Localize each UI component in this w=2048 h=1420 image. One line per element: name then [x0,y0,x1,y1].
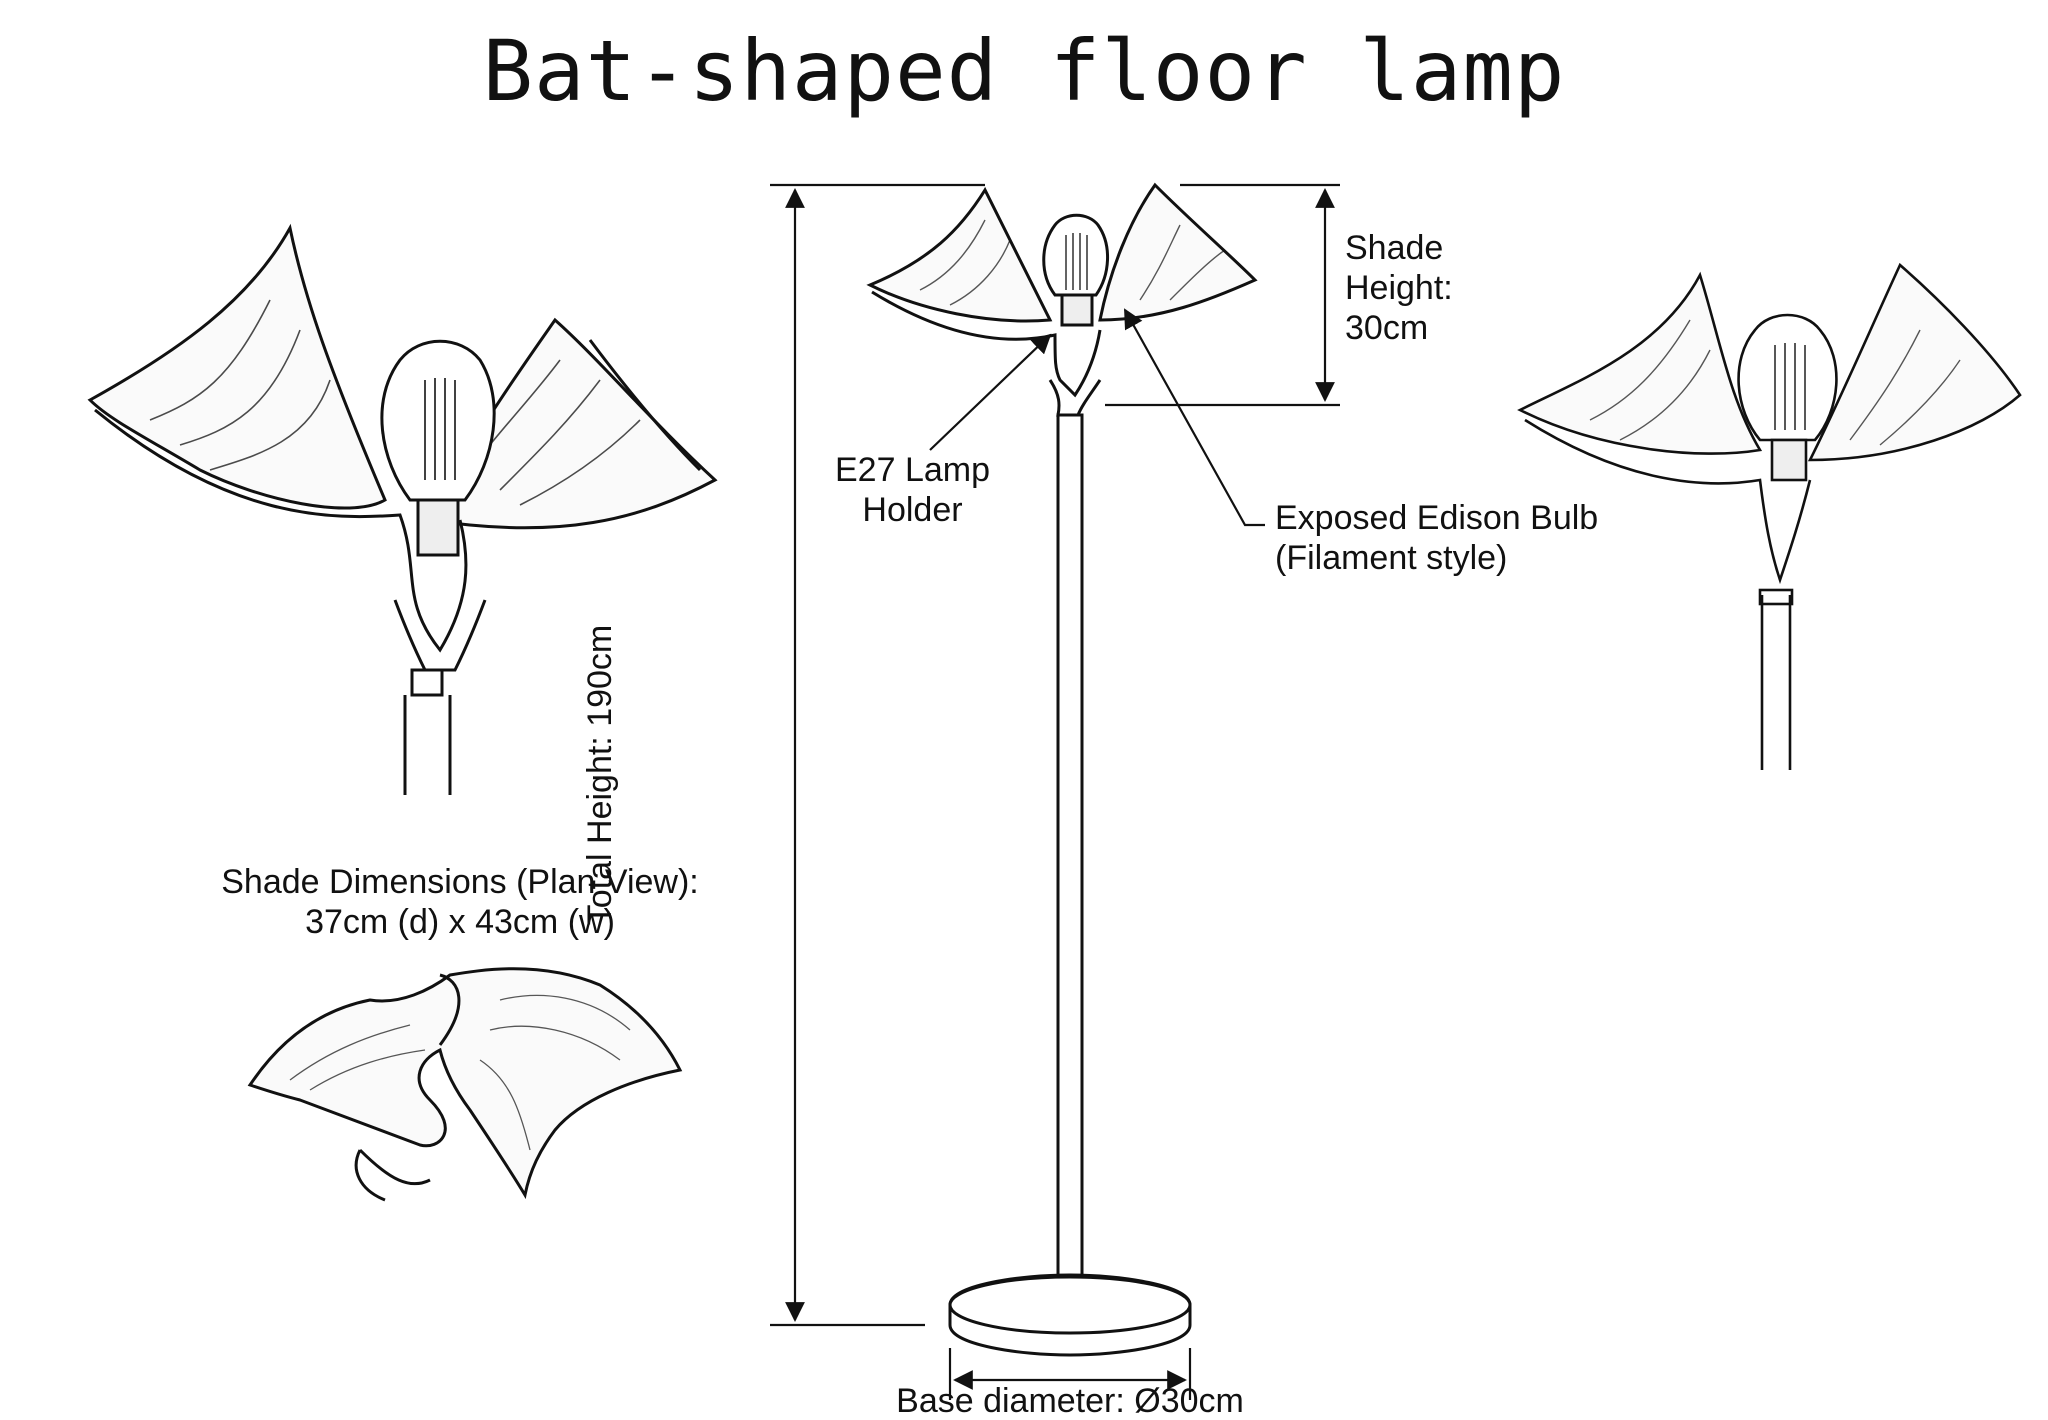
shade-wing-right [1098,182,1258,322]
right-detail-wing-left [1517,271,1763,455]
lamp-holder-line-1: E27 Lamp [835,451,990,489]
page-title: Bat-shaped floor lamp [482,22,1566,120]
lamp-holder [1060,293,1094,327]
shade-height-line-1: Shade [1345,229,1444,267]
plan-view-label: Shade Dimensions (Plan View): 37cm (d) x… [200,862,720,942]
left-detail-wing-left [87,223,387,510]
right-detail-wood-grain [1589,319,1961,446]
shade-height-line-2: Height: [1345,269,1453,307]
right-detail-bulb [1737,313,1838,442]
shade-wing-left [866,186,1053,323]
right-shade-detail [1517,262,2022,770]
right-detail-wing-right [1807,262,2022,462]
left-detail-bulb [380,339,496,502]
left-detail-pole [403,695,452,795]
shade-height-line-3: 30cm [1345,309,1429,347]
plan-view-line-2: 37cm (d) x 43cm (w) [305,903,615,941]
bulb-leader [1124,308,1265,527]
bulb-filament [1065,233,1088,290]
base-diameter-label: Base diameter: Ø30cm [896,1382,1244,1420]
plan-view-line-1: Shade Dimensions (Plan View): [221,863,699,901]
shade-wood-grain [919,219,1226,306]
left-detail-filament [424,378,456,480]
lamp-holder-leader [929,333,1052,451]
bulb [1042,213,1110,297]
right-detail-filament [1774,343,1806,430]
shade-height-label: Shade Height: 30cm [1345,228,1453,348]
full-lamp [866,182,1258,1357]
dimension-lines [770,183,1340,1400]
lamp-holder-label: E27 Lamp Holder [830,450,995,530]
lamp-holder-line-2: Holder [862,491,963,529]
bulb-line-1: Exposed Edison Bulb [1275,499,1599,537]
left-detail-socket [416,498,460,557]
bulb-line-2: (Filament style) [1275,539,1508,577]
plan-wood-grain [289,994,631,1151]
right-detail-pole [1760,595,1792,770]
pole [1056,413,1084,1307]
left-shade-detail [87,223,718,795]
bulb-label: Exposed Edison Bulb (Filament style) [1275,498,1598,578]
plan-view-shade [247,967,683,1202]
left-detail-wing-right [427,317,718,530]
